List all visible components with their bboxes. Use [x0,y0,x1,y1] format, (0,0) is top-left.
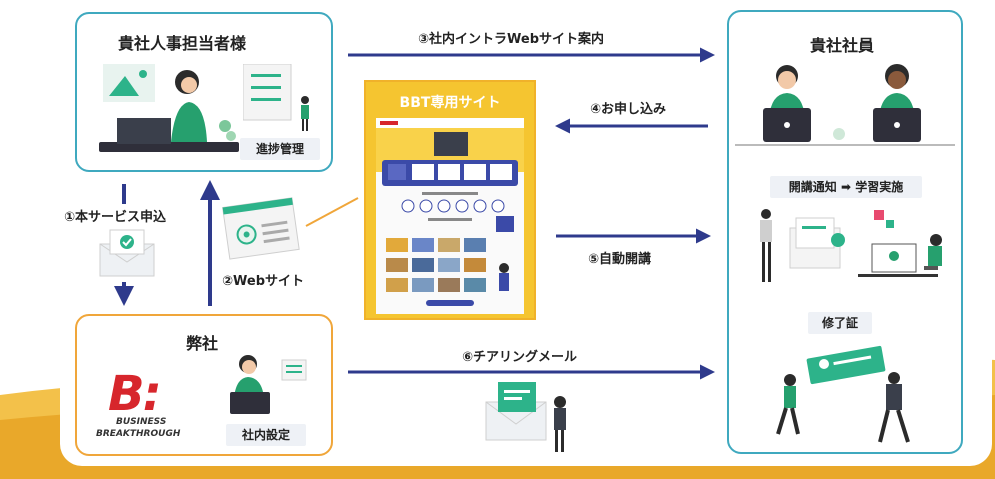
step2-label: ②Webサイト [222,274,305,289]
step1-label: ①本サービス申込 [64,210,167,225]
employees-title: 貴社社員 [810,36,875,55]
our-company-title: 弊社 [186,334,219,353]
site-preview-graphic [376,118,524,306]
web-window-illustration [222,197,300,260]
cheering-mail-illustration [485,382,566,452]
step5-label: ⑤自動開講 [588,252,652,267]
step6-label: ⑥チアリングメール [462,350,578,365]
client-hr-title: 貴社人事担当者様 [118,34,247,53]
notice-learning-tag: 開講通知 ➡ 学習実施 [770,176,922,198]
step3-label: ③社内イントラWebサイト案内 [418,32,605,47]
progress-board-illustration [243,64,309,131]
site-connector-line [305,197,359,227]
course-notice-illustration [760,209,942,282]
bbt-logo-line2: BREAKTHROUGH [96,429,181,439]
bbt-site-preview [376,118,524,314]
bbt-site-title: BBT専用サイト [399,95,501,111]
certificate-celebration-illustration [776,345,910,443]
internal-settings-tag: 社内設定 [226,424,306,446]
hr-worker-illustration [99,64,239,152]
bbt-logo-line1: BUSINESS [116,417,167,427]
certificate-tag: 修了証 [808,312,872,334]
settings-worker-illustration [230,355,307,414]
step4-label: ④お申し込み [590,102,667,117]
employees-laptop-illustration [735,64,955,146]
bbt-logo-mark: B: [108,366,162,422]
application-envelope-icon [99,229,155,277]
bbt-site-screen: BBT専用サイト [364,80,536,320]
progress-management-tag: 進捗管理 [240,138,320,160]
